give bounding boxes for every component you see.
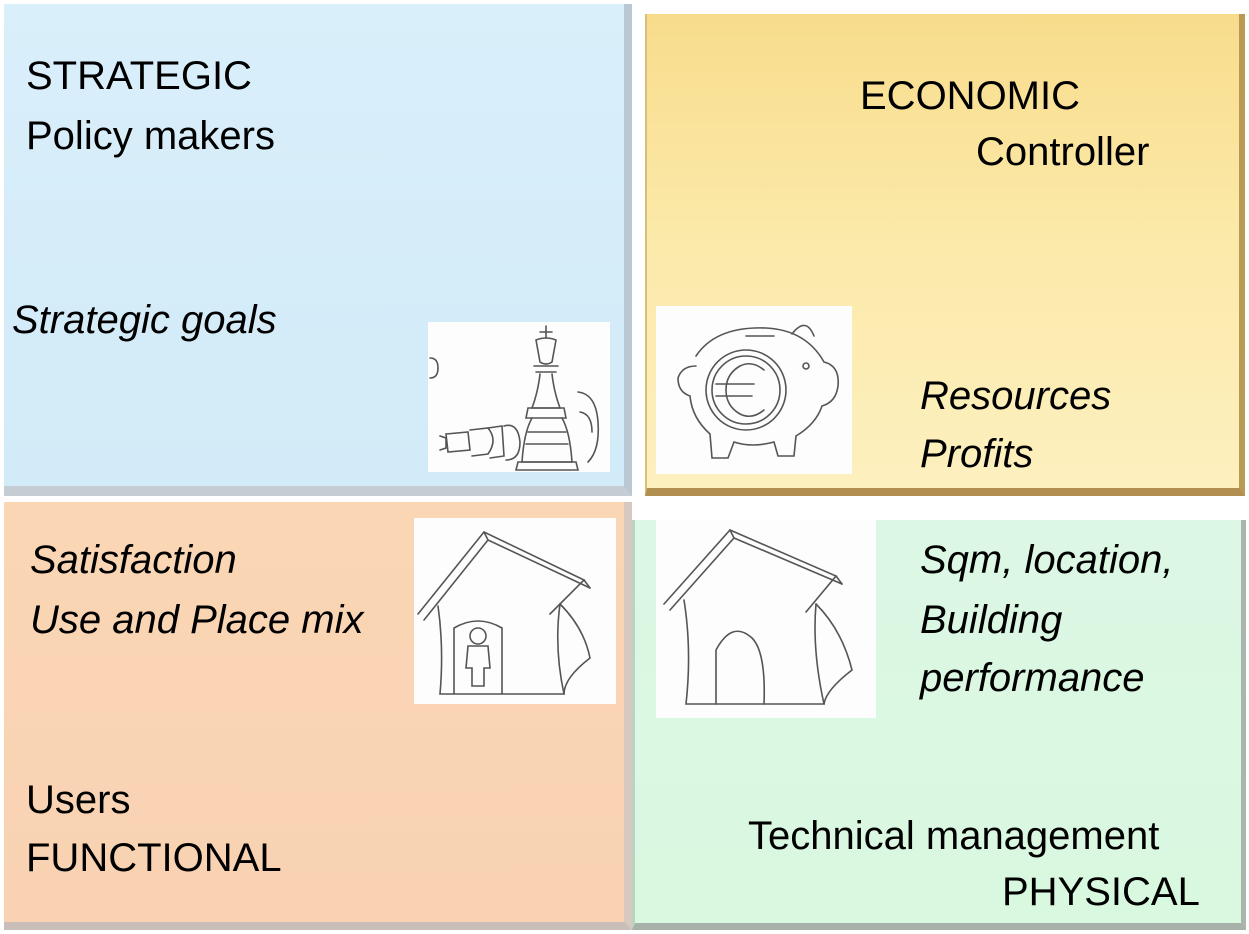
economic-role: Controller (976, 130, 1150, 174)
functional-focus-use-place-mix: Use and Place mix (30, 598, 364, 642)
economic-focus-profits: Profits (920, 432, 1034, 476)
physical-focus-building: Building (920, 598, 1063, 642)
strategic-quadrant (4, 4, 632, 496)
physical-title: PHYSICAL (1002, 870, 1200, 914)
physical-focus-sqm-location: Sqm, location, (920, 538, 1174, 582)
euro-piggy-bank-icon (656, 306, 852, 474)
strategic-focus: Strategic goals (12, 298, 277, 342)
strategic-role: Policy makers (26, 114, 275, 158)
physical-role: Technical management (748, 814, 1160, 858)
economic-title: ECONOMIC (860, 74, 1080, 118)
house-icon (656, 520, 876, 718)
functional-focus-satisfaction: Satisfaction (30, 538, 237, 582)
chess-pieces-icon (428, 322, 610, 472)
strategic-title: STRATEGIC (26, 54, 252, 98)
economic-focus-resources: Resources (920, 374, 1112, 418)
functional-role: Users (26, 778, 131, 822)
functional-title: FUNCTIONAL (26, 836, 282, 880)
physical-focus-performance: performance (920, 656, 1145, 700)
house-with-person-icon (414, 518, 616, 704)
